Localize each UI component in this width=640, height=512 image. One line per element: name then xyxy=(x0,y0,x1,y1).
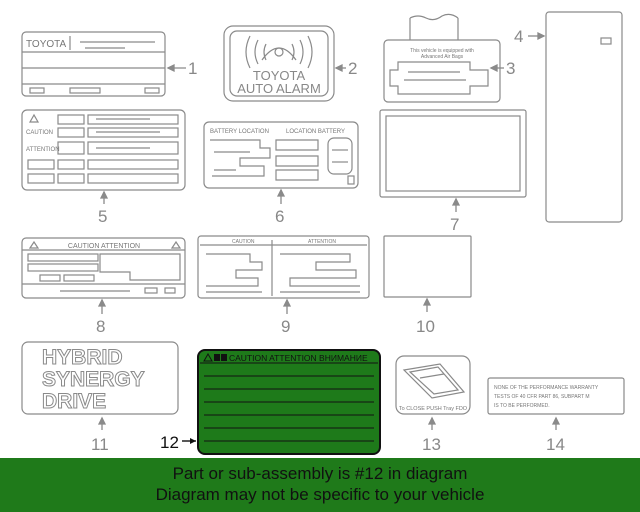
part-number-6: 6 xyxy=(275,207,284,226)
label-11-line-1: HYBRID xyxy=(42,346,123,369)
part-numbers: 1 2 3 4 5 6 7 8 9 10 11 12 13 14 xyxy=(91,27,565,454)
label-10[interactable] xyxy=(383,235,472,298)
label-6-right: LOCATION BATTERY xyxy=(286,129,345,135)
label-14-line-3: IS TO BE PERFORMED. xyxy=(494,403,550,409)
label-5[interactable]: CAUTION ATTENTION xyxy=(21,109,186,191)
part-number-12: 12 xyxy=(160,433,179,452)
label-11-line-2: SYNERGY xyxy=(42,368,145,391)
part-number-8: 8 xyxy=(96,317,105,336)
label-5-caution: CAUTION xyxy=(26,130,53,136)
part-number-9: 9 xyxy=(281,317,290,336)
label-2-line-1: TOYOTA xyxy=(253,68,306,83)
label-2-line-2: AUTO ALARM xyxy=(237,81,321,96)
part-number-10: 10 xyxy=(416,317,435,336)
part-number-4: 4 xyxy=(514,27,523,46)
label-3-line-2: Advanced Air Bags xyxy=(421,54,464,60)
label-1-brand: TOYOTA xyxy=(26,39,67,50)
parts-diagram: TOYOTA TOYOTA AUTO ALARM This vehicle xyxy=(21,11,625,455)
label-1[interactable]: TOYOTA xyxy=(21,31,166,97)
part-number-3: 3 xyxy=(506,59,515,78)
label-14-line-2: TESTS OF 40 CFR PART 86, SUBPART M xyxy=(494,394,590,400)
label-12-highlighted[interactable]: CAUTION ATTENTION ВНИМАНИЕ xyxy=(182,349,381,455)
label-14-line-1: NONE OF THE PERFORMANCE WARRANTY xyxy=(494,385,599,391)
label-8-header: CAUTION ATTENTION xyxy=(68,243,140,250)
label-6[interactable]: BATTERY LOCATION LOCATION BATTERY xyxy=(203,121,359,189)
label-3[interactable]: This vehicle is equipped with Advanced A… xyxy=(383,13,501,103)
part-number-1: 1 xyxy=(188,59,197,78)
label-5-attention: ATTENTION xyxy=(26,147,60,153)
label-2[interactable]: TOYOTA AUTO ALARM xyxy=(223,25,335,102)
label-11-line-3: DRIVE xyxy=(42,390,106,413)
label-13[interactable]: To CLOSE PUSH Tray FDO xyxy=(395,355,471,415)
label-9-attention: ATTENTION xyxy=(308,239,336,245)
part-number-14: 14 xyxy=(546,435,565,454)
info-banner: Part or sub-assembly is #12 in diagram D… xyxy=(0,458,640,512)
part-number-7: 7 xyxy=(450,215,459,234)
part-number-13: 13 xyxy=(422,435,441,454)
part-number-11: 11 xyxy=(91,435,109,454)
banner-line-2: Diagram may not be specific to your vehi… xyxy=(155,485,485,504)
label-13-text: To CLOSE PUSH Tray FDO xyxy=(399,406,468,412)
label-9[interactable]: CAUTION ATTENTION xyxy=(197,235,370,299)
label-11[interactable]: HYBRID SYNERGY DRIVE xyxy=(21,341,179,415)
label-9-caution: CAUTION xyxy=(232,239,255,245)
label-7[interactable] xyxy=(379,109,527,198)
part-number-5: 5 xyxy=(98,207,107,226)
banner-line-1: Part or sub-assembly is #12 in diagram xyxy=(172,464,468,483)
label-12-header: CAUTION ATTENTION ВНИМАНИЕ xyxy=(229,353,368,363)
label-8[interactable]: CAUTION ATTENTION xyxy=(21,237,186,299)
label-4[interactable] xyxy=(545,11,623,223)
part-number-2: 2 xyxy=(348,59,357,78)
label-14[interactable]: NONE OF THE PERFORMANCE WARRANTY TESTS O… xyxy=(487,377,625,415)
label-6-left: BATTERY LOCATION xyxy=(210,129,269,135)
callout-arrows xyxy=(97,31,561,430)
label-3-line-1: This vehicle is equipped with xyxy=(410,48,474,54)
